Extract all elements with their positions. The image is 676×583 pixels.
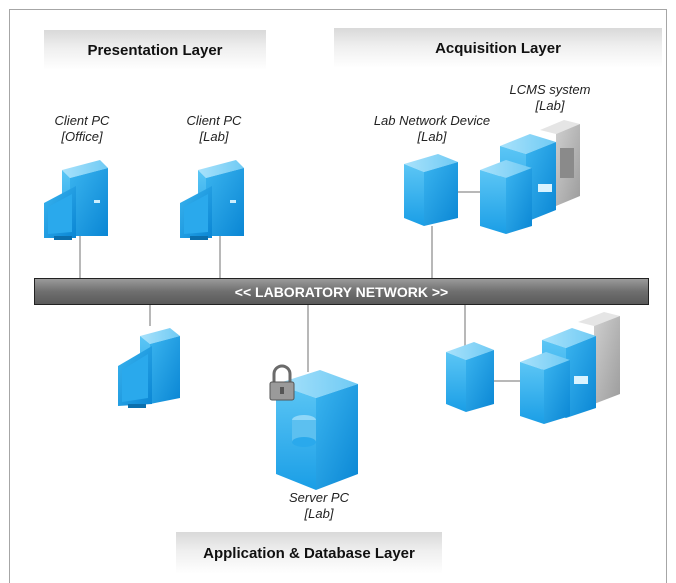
lock-icon — [269, 364, 295, 401]
client-pc-lab-location: [Lab] — [199, 129, 229, 144]
lcms-system-location: [Lab] — [535, 98, 565, 113]
client-pc-lab-label: Client PC [Lab] — [172, 113, 256, 145]
lcms-system-name: LCMS system — [509, 82, 591, 97]
lcms-system-label: LCMS system [Lab] — [500, 82, 600, 114]
presentation-layer-title: Presentation Layer — [44, 30, 266, 70]
network-device-bottom-icon — [446, 342, 494, 412]
client-pc-office-location: [Office] — [61, 129, 103, 144]
acquisition-layer-title: Acquisition Layer — [334, 28, 662, 68]
client-pc-lab-icon — [180, 160, 244, 240]
laboratory-network-bar: << LABORATORY NETWORK >> — [34, 278, 649, 305]
application-layer-title: Application & Database Layer — [176, 532, 442, 574]
lab-network-device-location: [Lab] — [417, 129, 447, 144]
client-pc-office-icon — [44, 160, 108, 240]
client-pc-bottom-icon — [118, 328, 180, 408]
server-pc-name: Server PC — [289, 490, 349, 505]
lcms-system-bottom-icon — [520, 312, 620, 424]
diagram-frame — [9, 9, 667, 583]
client-pc-lab-name: Client PC — [186, 113, 242, 128]
lab-network-device-icon — [404, 154, 458, 226]
server-pc-icon — [276, 370, 358, 490]
client-pc-office-name: Client PC — [54, 113, 110, 128]
server-pc-label: Server PC [Lab] — [274, 490, 364, 522]
client-pc-office-label: Client PC [Office] — [40, 113, 124, 145]
server-pc-location: [Lab] — [304, 506, 334, 521]
lab-network-device-label: Lab Network Device [Lab] — [364, 113, 500, 145]
lcms-system-icon — [480, 120, 580, 234]
connector-lines — [79, 191, 520, 382]
lab-network-device-name: Lab Network Device — [373, 113, 491, 128]
